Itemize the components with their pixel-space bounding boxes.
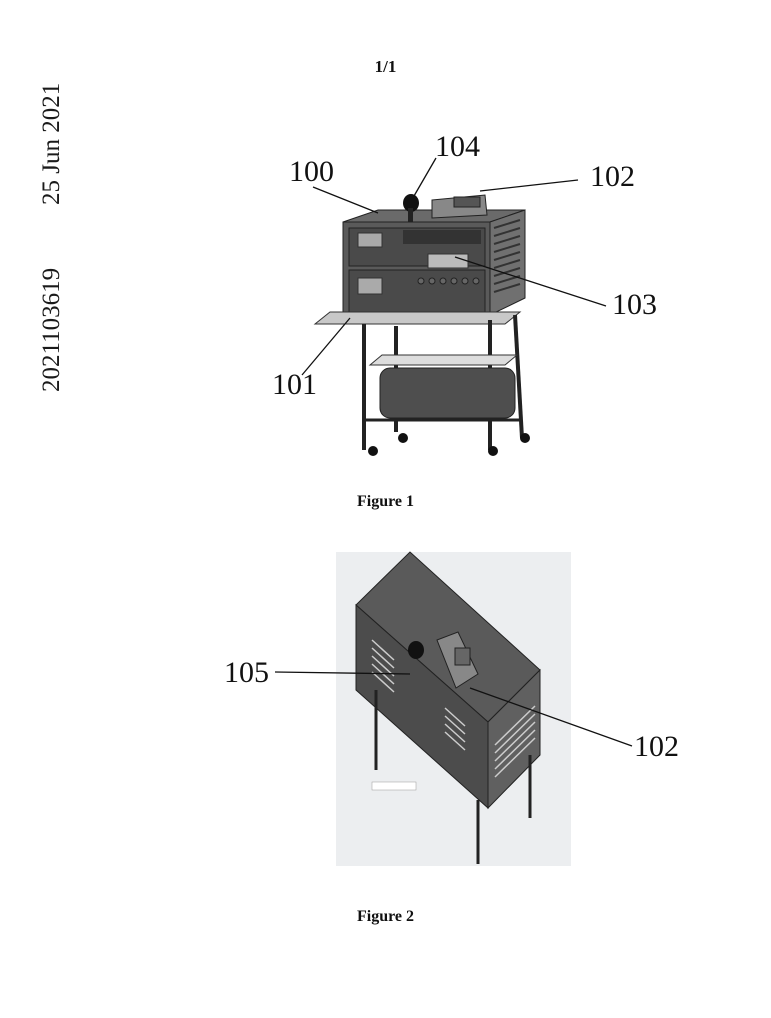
ref-label-102: 102 [590,160,635,193]
figure-2-caption: Figure 2 [356,908,415,925]
page-number: 1/1 [374,57,397,76]
ref-label-104: 104 [435,130,480,163]
ref-label-103: 103 [612,288,657,321]
ref-label-105: 105 [224,656,269,689]
ref-label-100: 100 [289,155,334,188]
ref-label-102-fig2: 102 [634,730,679,763]
ref-label-101: 101 [272,368,317,401]
figure-1-caption: Figure 1 [356,493,415,510]
